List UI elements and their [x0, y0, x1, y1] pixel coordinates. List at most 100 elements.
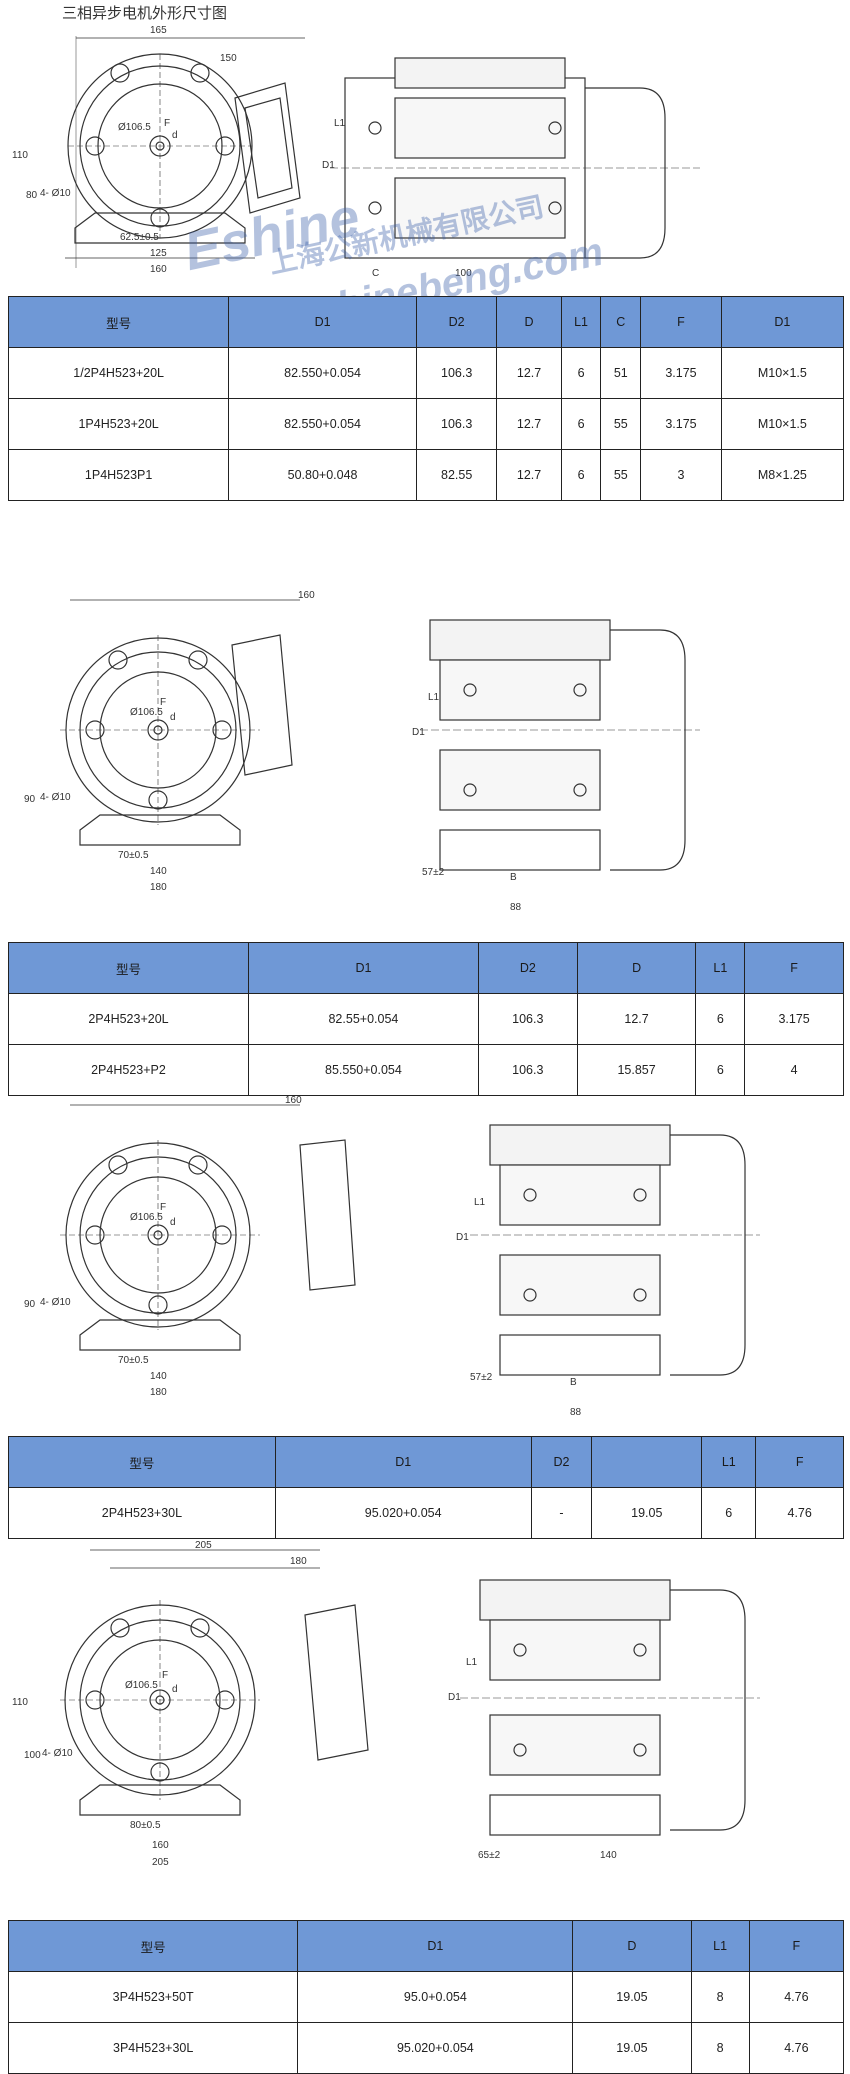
svg-text:100: 100 — [455, 268, 472, 279]
table-cell: 19.05 — [591, 1487, 703, 1539]
svg-text:80: 80 — [26, 190, 38, 201]
col-header: F — [755, 1436, 844, 1488]
table-cell: 82.550+0.054 — [228, 347, 417, 399]
table-cell: 6 — [701, 1487, 757, 1539]
motor-drawing-2: 160 90 4- Ø10 70±0.5 140 180 Ø106.5 F d … — [0, 590, 850, 920]
svg-text:125: 125 — [150, 248, 167, 259]
table-cell: 55 — [600, 449, 642, 501]
table-cell: 55 — [600, 398, 642, 450]
svg-text:4- Ø10: 4- Ø10 — [40, 792, 71, 803]
col-header: D1 — [297, 1920, 574, 1972]
col-header: F — [748, 1920, 845, 1972]
table-cell: 4 — [744, 1044, 844, 1096]
svg-text:B: B — [510, 872, 517, 883]
svg-text:Ø106.5: Ø106.5 — [130, 707, 163, 718]
col-header: D1 — [228, 296, 417, 348]
table-cell: 51 — [600, 347, 642, 399]
table-cell: 95.020+0.054 — [297, 2022, 574, 2074]
motor-drawing-svg: 160 90 4- Ø10 70±0.5 140 180 Ø106.5 F d … — [24, 1095, 760, 1418]
svg-text:165: 165 — [150, 25, 167, 36]
table-cell: 6 — [695, 1044, 746, 1096]
svg-text:d: d — [172, 1684, 178, 1695]
table-cell: M8×1.25 — [720, 449, 845, 501]
table-row: 3P4H523+50T 95.0+0.054 19.05 8 4.76 — [7, 1971, 845, 2023]
spec-table-4: 型号 D1 D L1 F 3P4H523+50T 95.0+0.054 19.0… — [7, 1920, 845, 2074]
svg-text:F: F — [164, 118, 170, 129]
col-header: D — [496, 296, 562, 348]
table-cell: 12.7 — [496, 398, 562, 450]
table-cell: 12.7 — [496, 449, 562, 501]
svg-text:140: 140 — [600, 1850, 617, 1861]
table-cell: 19.05 — [572, 2022, 692, 2074]
motor-drawing-4: 205 180 110 100 4- Ø10 80±0.5 160 205 Ø1… — [0, 1540, 850, 1900]
table-cell: 6 — [695, 993, 746, 1045]
svg-text:110: 110 — [12, 1697, 28, 1708]
svg-text:D1: D1 — [448, 1692, 461, 1703]
svg-text:160: 160 — [298, 590, 315, 601]
motor-drawing-svg: 160 90 4- Ø10 70±0.5 140 180 Ø106.5 F d … — [24, 590, 700, 913]
col-header: D2 — [415, 296, 498, 348]
svg-text:180: 180 — [290, 1556, 307, 1567]
table-cell: 1/2P4H523+20L — [7, 347, 230, 399]
table-cell: 3 — [640, 449, 722, 501]
svg-text:57±2: 57±2 — [422, 867, 445, 878]
svg-text:88: 88 — [510, 902, 522, 913]
svg-text:180: 180 — [150, 882, 167, 893]
svg-text:140: 140 — [150, 1371, 167, 1382]
table-row: 3P4H523+30L 95.020+0.054 19.05 8 4.76 — [7, 2022, 845, 2074]
table-cell: M10×1.5 — [720, 347, 845, 399]
table-cell: 4.76 — [755, 1487, 844, 1539]
table-cell: 95.0+0.054 — [297, 1971, 574, 2023]
svg-text:80±0.5: 80±0.5 — [130, 1820, 161, 1831]
motor-drawing-3: 160 90 4- Ø10 70±0.5 140 180 Ø106.5 F d … — [0, 1095, 850, 1425]
table-cell: 106.3 — [477, 1044, 578, 1096]
svg-text:F: F — [162, 1670, 168, 1681]
table-cell: 2P4H523+30L — [8, 1487, 276, 1539]
col-header: D1 — [274, 1436, 532, 1488]
svg-text:C: C — [372, 268, 379, 279]
table-cell: 95.020+0.054 — [274, 1487, 532, 1539]
svg-text:4- Ø10: 4- Ø10 — [42, 1748, 73, 1759]
spec-table-1: 型号 D1 D2 D L1 C F D1 1/2P4H523+20L 82.55… — [7, 296, 845, 501]
svg-text:L1: L1 — [334, 118, 346, 129]
col-header: D2 — [477, 942, 578, 994]
table-cell: 12.7 — [496, 347, 562, 399]
col-header: C — [600, 296, 642, 348]
spec-table-2: 型号 D1 D2 D L1 F 2P4H523+20L 82.55+0.054 … — [8, 942, 844, 1096]
table-cell: 3P4H523+30L — [7, 2022, 299, 2074]
col-header: L1 — [560, 296, 602, 348]
col-header: D2 — [530, 1436, 593, 1488]
svg-text:4- Ø10: 4- Ø10 — [40, 1297, 71, 1308]
table-cell: 4.76 — [748, 1971, 845, 2023]
svg-text:d: d — [170, 712, 176, 723]
table-row: 1/2P4H523+20L 82.550+0.054 106.3 12.7 6 … — [7, 347, 845, 399]
svg-text:d: d — [172, 130, 178, 141]
table-cell: 1P4H523+20L — [7, 398, 230, 450]
col-header: 型号 — [7, 296, 230, 348]
table-cell: 6 — [560, 347, 602, 399]
page-title: 三相异步电机外形尺寸图 — [62, 4, 228, 22]
table-cell: 3.175 — [744, 993, 844, 1045]
table-cell: 106.3 — [415, 347, 498, 399]
svg-text:150: 150 — [220, 53, 237, 64]
table-cell: 106.3 — [415, 398, 498, 450]
svg-text:F: F — [160, 1202, 166, 1213]
table-cell: 12.7 — [576, 993, 697, 1045]
table-cell: 82.55 — [415, 449, 498, 501]
table-cell: 8 — [690, 1971, 750, 2023]
col-header: L1 — [690, 1920, 750, 1972]
svg-text:62.5±0.5: 62.5±0.5 — [120, 232, 159, 243]
table-cell: 85.550+0.054 — [247, 1044, 479, 1096]
svg-text:4- Ø10: 4- Ø10 — [40, 188, 71, 199]
svg-text:88: 88 — [570, 1407, 582, 1418]
table-row: 2P4H523+20L 82.55+0.054 106.3 12.7 6 3.1… — [8, 993, 844, 1045]
table-cell: 4.76 — [748, 2022, 845, 2074]
col-header: D — [572, 1920, 692, 1972]
svg-text:65±2: 65±2 — [478, 1850, 501, 1861]
table-cell: 2P4H523+20L — [8, 993, 249, 1045]
table-cell: 1P4H523P1 — [7, 449, 230, 501]
table-cell: 3.175 — [640, 398, 722, 450]
svg-text:160: 160 — [285, 1095, 302, 1106]
col-header: D1 — [247, 942, 479, 994]
svg-text:180: 180 — [150, 1387, 167, 1398]
